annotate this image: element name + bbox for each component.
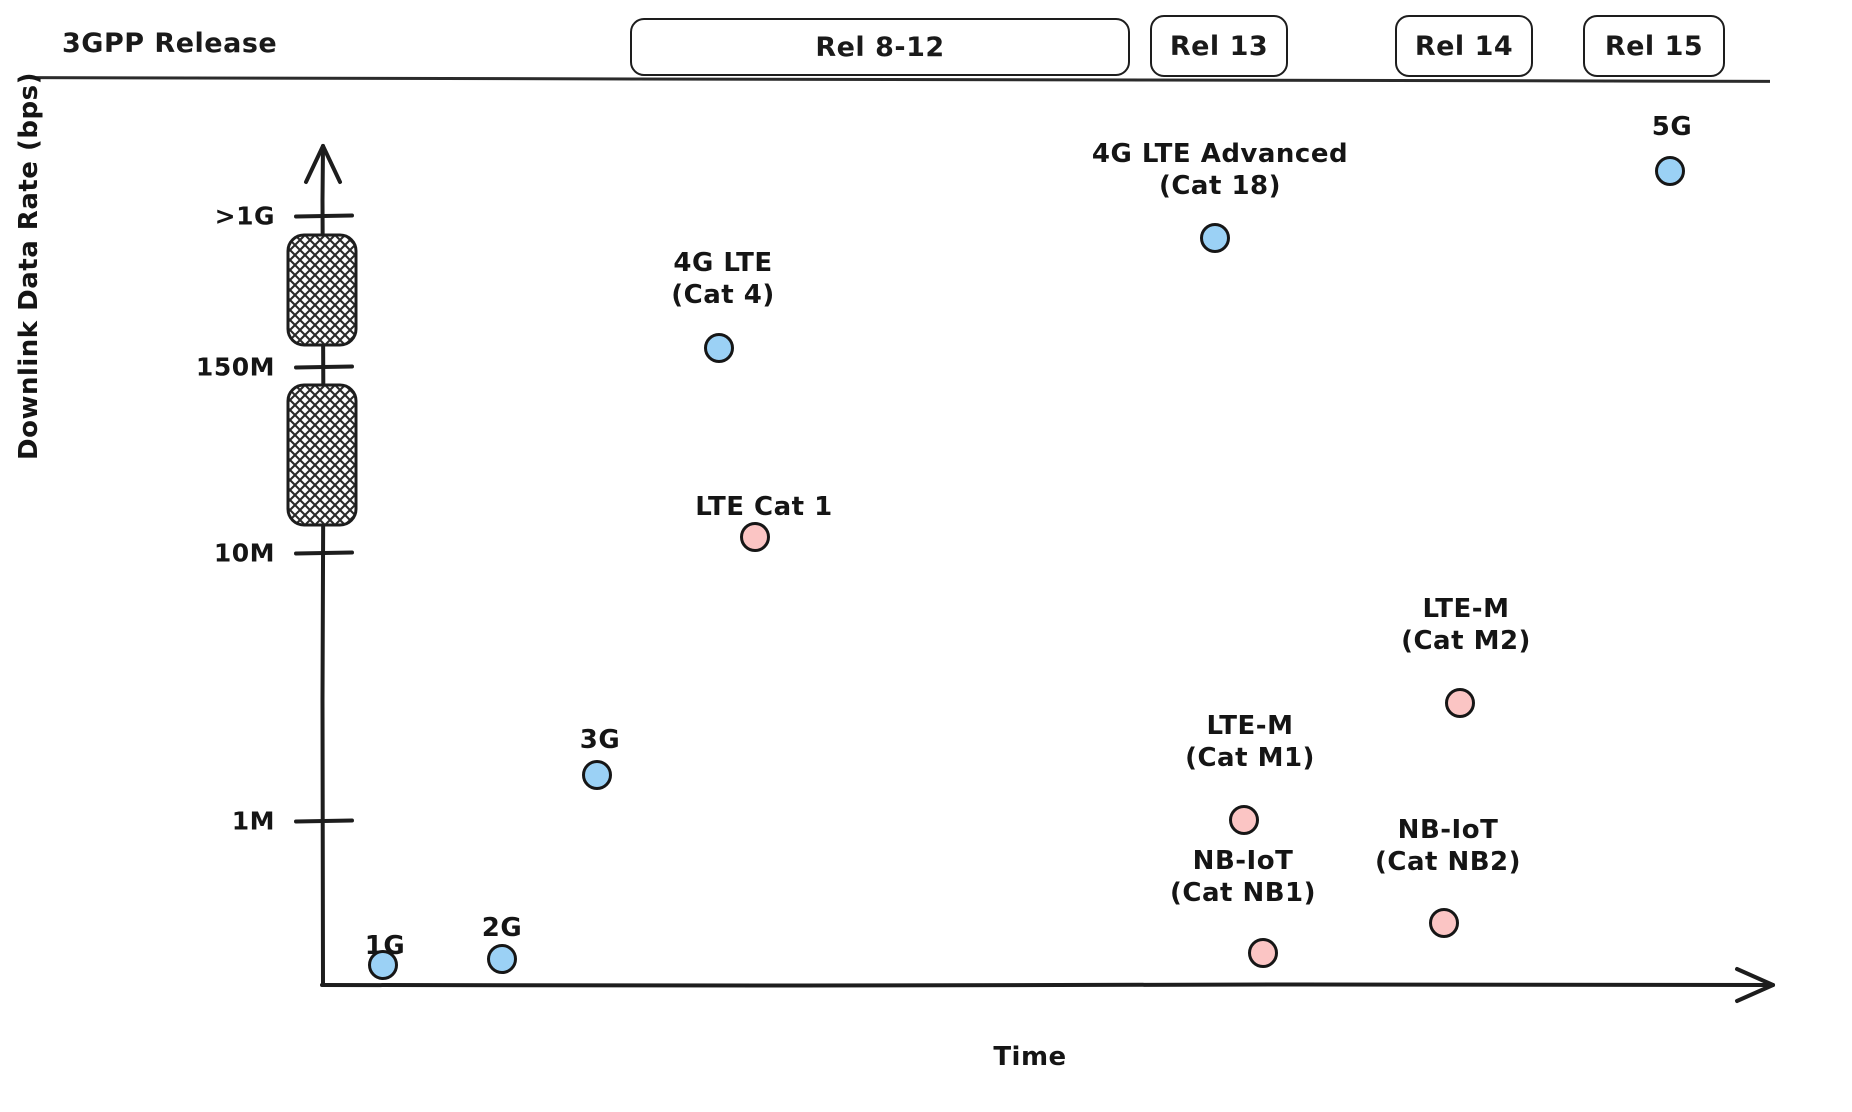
release-box-rel-14[interactable]: Rel 14 (1395, 15, 1533, 77)
label-lte-m-m1: LTE-M (Cat M1) (1185, 711, 1315, 773)
label-5g: 5G (1651, 112, 1693, 142)
header-divider (29, 76, 1771, 83)
y-axis-title: Downlink Data Rate (bps) (14, 72, 44, 460)
data-point-nb-iot-cat-nb1[interactable] (1248, 938, 1278, 968)
data-point-5g[interactable] (1655, 156, 1685, 186)
data-point-3g[interactable] (582, 760, 612, 790)
release-box-rel-15[interactable]: Rel 15 (1583, 15, 1725, 77)
y-tick-label-1G: >1G (214, 201, 275, 231)
y-tick-label-10M: 10M (213, 538, 275, 568)
data-point-4g-lte-advanced-cat-18[interactable] (1200, 223, 1230, 253)
release-box-label: Rel 13 (1169, 30, 1269, 62)
data-point-lte-cat-1[interactable] (740, 522, 770, 552)
label-nb-iot-nb2: NB-IoT (Cat NB2) (1374, 815, 1522, 877)
y-tick-label-150M: 150M (195, 352, 275, 382)
data-point-lte-m-cat-m2[interactable] (1445, 688, 1475, 718)
label-3g: 3G (579, 725, 621, 755)
release-box-rel-8-12[interactable]: Rel 8-12 (630, 18, 1130, 76)
release-box-label: Rel 8-12 (815, 31, 945, 63)
page-title: 3GPP Release (62, 28, 278, 59)
label-lte-cat1: LTE Cat 1 (695, 492, 833, 522)
label-nb-iot-nb1: NB-IoT (Cat NB1) (1169, 846, 1317, 908)
data-point-1g[interactable] (368, 950, 398, 980)
data-point-lte-m-cat-m1[interactable] (1229, 805, 1259, 835)
label-2g: 2G (481, 913, 523, 943)
release-box-label: Rel 15 (1604, 30, 1704, 62)
release-box-label: Rel 14 (1414, 30, 1514, 62)
label-4g-lte: 4G LTE (Cat 4) (671, 248, 775, 310)
y-tick-label-1M: 1M (231, 806, 275, 836)
x-axis-title: Time (993, 1042, 1067, 1072)
axis-break-marker-1 (286, 233, 358, 347)
data-point-nb-iot-cat-nb2[interactable] (1429, 908, 1459, 938)
label-lte-m-m2: LTE-M (Cat M2) (1401, 594, 1531, 656)
release-box-rel-13[interactable]: Rel 13 (1150, 15, 1288, 77)
axis-break-marker-2 (286, 383, 358, 527)
data-point-2g[interactable] (487, 944, 517, 974)
data-point-4g-lte-cat-4[interactable] (704, 333, 734, 363)
label-4g-lte-advanced: 4G LTE Advanced (Cat 18) (1091, 139, 1349, 201)
